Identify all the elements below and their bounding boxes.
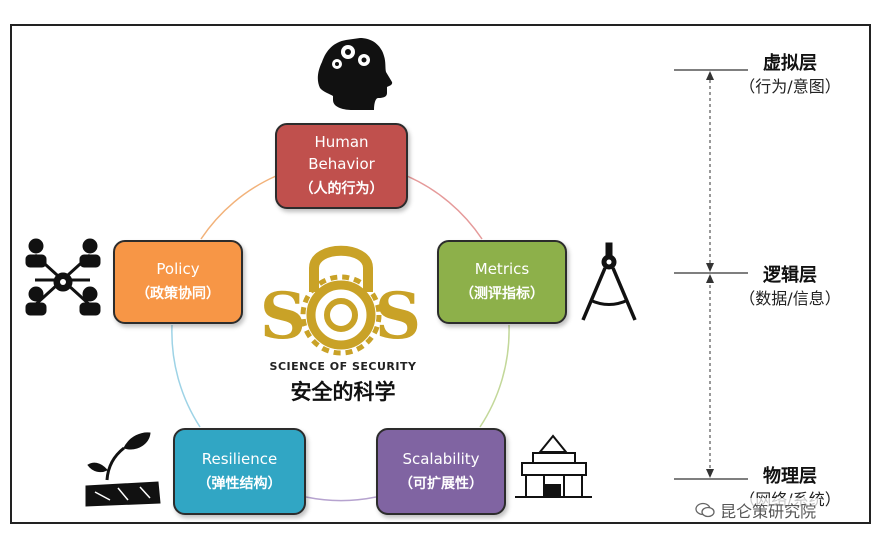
node-cn-label: （测评指标） (460, 286, 544, 302)
node-cn-label: （可扩展性） (399, 475, 483, 492)
node-policy: Policy （政策协同） (113, 240, 243, 324)
watermark: 昆仑策研究院 (692, 498, 820, 522)
layer-title: 虚拟层 (763, 53, 817, 74)
node-human-behavior: Human Behavior （人的行为） (275, 123, 408, 209)
arc-resil-scal (305, 496, 377, 502)
compass-icon (581, 242, 637, 321)
building-blocks-icon (515, 434, 592, 498)
node-cn-label: （政策协同） (136, 286, 220, 302)
watermark-text: 昆仑策研究院 (720, 502, 817, 521)
sos-title: 安全的科学 (290, 380, 396, 404)
layer-logical: 逻辑层 （数据/信息） (715, 264, 865, 310)
node-label: Resilience (201, 449, 278, 468)
layer-subtitle: （行为/意图） (739, 77, 841, 96)
arc-human-metrics (406, 175, 483, 240)
node-resilience: Resilience （弹性结构） (173, 428, 306, 515)
node-label: Metrics (474, 260, 530, 278)
head-gears-icon (317, 38, 393, 110)
arrow-down-icon (706, 469, 714, 478)
sos-letter-s-left: S (260, 279, 306, 354)
layer-subtitle: （数据/信息） (739, 289, 841, 308)
layer-virtual: 虚拟层 （行为/意图） (715, 52, 865, 98)
layer-title: 逻辑层 (763, 265, 817, 286)
arrow-up-icon (706, 71, 714, 80)
node-label: Policy (156, 260, 200, 278)
node-cn-label: （弹性结构） (197, 475, 282, 492)
arc-human-policy (200, 175, 277, 240)
network-people-icon (25, 238, 101, 316)
node-label: Scalability (402, 449, 480, 468)
node-cn-label: （人的行为） (299, 181, 384, 197)
node-label: Human (314, 133, 369, 151)
node-label: Behavior (308, 155, 375, 173)
layer-title: 物理层 (763, 466, 817, 487)
sprout-icon (85, 432, 161, 507)
arc-policy-resil (171, 324, 201, 428)
node-scalability: Scalability （可扩展性） (376, 428, 506, 515)
arrow-up-icon (706, 274, 714, 283)
sos-letter-s-right: S (375, 279, 421, 354)
sos-logo (300, 245, 382, 356)
gear-icon (306, 280, 376, 350)
node-metrics: Metrics （测评指标） (437, 240, 567, 324)
arc-metrics-scal (479, 324, 510, 428)
arrow-down-icon (706, 263, 714, 272)
sos-subtitle: SCIENCE OF SECURITY (269, 360, 417, 373)
wechat-icon (695, 502, 715, 518)
